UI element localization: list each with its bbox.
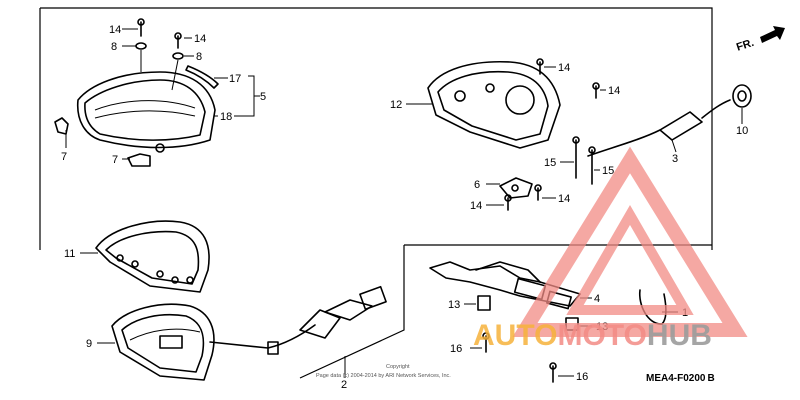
screw-14-case-right-2 [592, 82, 600, 99]
watermark-word-moto: MOTO [557, 319, 646, 352]
callout-4: 4 [594, 293, 600, 305]
callout-11: 11 [64, 248, 75, 260]
front-direction-arrow-icon [760, 26, 785, 43]
copyright-line-2: Page data (c) 2004-2014 by ARI Network S… [316, 373, 451, 379]
callout-7: 7 [61, 151, 67, 163]
callout-16: 16 [576, 371, 588, 383]
meter-lens [95, 220, 210, 293]
meter-assembly [111, 303, 269, 381]
group-bracket-5 [248, 75, 255, 117]
callout-8: 8 [111, 41, 117, 53]
watermark-word-auto: AUTO [473, 319, 557, 352]
screw-14-case-right-1 [536, 58, 544, 75]
callout-10: 10 [736, 125, 748, 137]
front-direction-label: FR. [735, 37, 756, 54]
callout-12: 12 [390, 99, 402, 111]
clip-part-7-bottom [127, 153, 151, 167]
bolt-16-right [549, 362, 557, 383]
wire-harness [267, 285, 387, 355]
diagram-code: MEA4-F0200 B [646, 373, 715, 384]
callout-14: 14 [608, 85, 620, 97]
callout-3: 3 [672, 153, 678, 165]
watermark-triangle-logo [512, 146, 748, 337]
grommet-13-left [477, 295, 491, 311]
callout-13: 13 [448, 299, 460, 311]
callout-18: 18 [220, 111, 232, 123]
meter-upper-case [427, 60, 561, 149]
screw-14-plate-left [504, 194, 512, 211]
callout-2: 2 [341, 379, 347, 391]
speedometer-cable [587, 99, 731, 157]
meter-case-cover [76, 65, 219, 153]
callout-14: 14 [558, 193, 570, 205]
callout-7: 7 [112, 154, 118, 166]
callout-9: 9 [86, 338, 92, 350]
callout-14: 14 [109, 24, 121, 36]
bolt-16-left [482, 332, 490, 353]
callout-14: 14 [470, 200, 482, 212]
copyright-line-1: Copyright [386, 364, 410, 370]
grommet [732, 84, 752, 108]
callout-15: 15 [544, 157, 556, 169]
callout-17: 17 [229, 73, 241, 85]
frame-top [40, 7, 713, 250]
washer-8-top-right [172, 52, 184, 60]
watermark-word-hub: HUB [647, 319, 712, 352]
clip-part-7-left [54, 117, 69, 135]
frame-bottom [299, 245, 405, 379]
callout-14: 14 [194, 33, 206, 45]
washer-8-top-left [135, 42, 147, 50]
callout-8: 8 [196, 51, 202, 63]
callout-15: 15 [602, 165, 614, 177]
screw-14-plate-right [534, 184, 542, 201]
bolt-15-b [588, 146, 596, 185]
screw-14-top-left [137, 18, 145, 37]
screw-14-top-right [174, 32, 182, 49]
callout-14: 14 [558, 62, 570, 74]
callout-16: 16 [450, 343, 462, 355]
callout-6: 6 [474, 179, 480, 191]
setting-plate [499, 177, 533, 199]
watermark-text: AUTOMOTOHUB [473, 319, 712, 352]
bolt-15-a [572, 136, 580, 179]
callout-5: 5 [260, 91, 266, 103]
screw-guide-line [171, 59, 179, 91]
